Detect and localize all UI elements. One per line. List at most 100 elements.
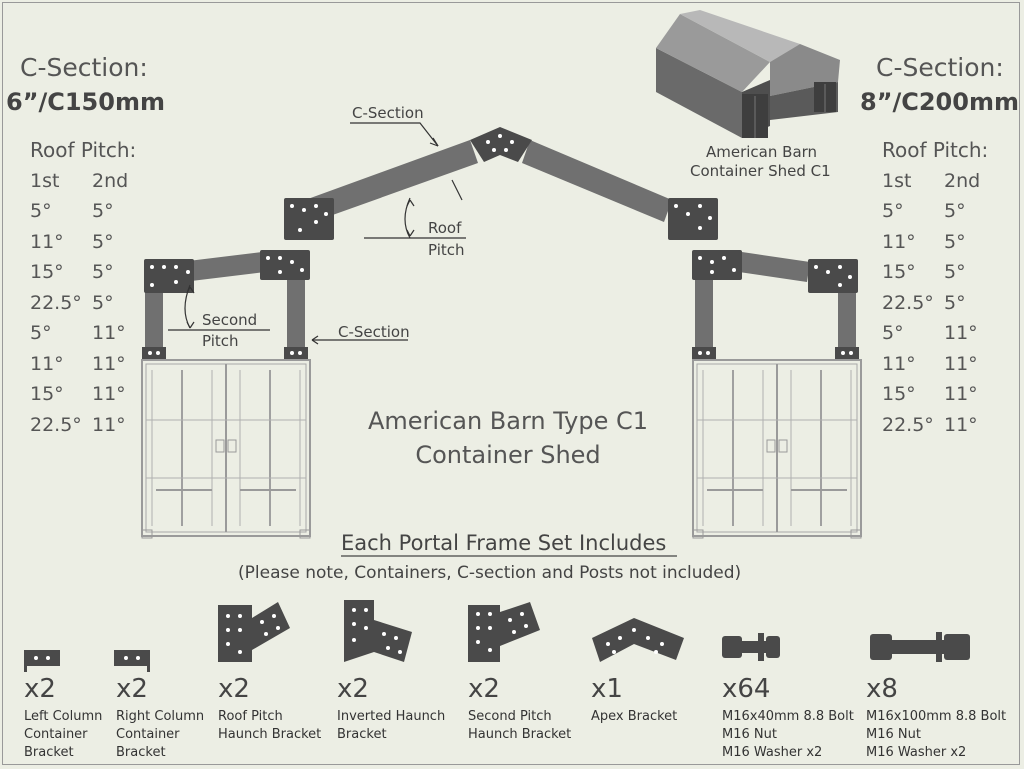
pitch-second-value: 11° (92, 352, 126, 375)
part-name-line: Bracket (116, 745, 166, 760)
pitch-row: 22.5°5° (882, 292, 966, 314)
part-name-line: M16x100mm 8.8 Bolt (866, 709, 1007, 724)
left-pitch-header: 1st 2nd (30, 170, 128, 192)
pitch-first-value: 15° (882, 383, 916, 405)
part-name-line: Haunch Bracket (218, 727, 322, 742)
pitch-second-value: 5° (92, 291, 114, 314)
pitch-first-value: 5° (30, 200, 52, 222)
left-col-second: 2nd (92, 170, 129, 192)
left-container (141, 359, 311, 539)
part-quantity: x2 (116, 674, 148, 704)
right-section-title: C-Section: (876, 53, 1004, 82)
includes-note: (Please note, Containers, C-section and … (238, 563, 742, 583)
part-name-line: M16 Washer x2 (722, 745, 823, 760)
pitch-second-value: 11° (944, 322, 978, 344)
right-col-second: 2nd (944, 170, 981, 192)
second-pitch-label-line2: Pitch (202, 332, 239, 350)
pitch-second-value: 5° (92, 261, 114, 283)
pitch-second-value: 5° (944, 230, 966, 253)
part-name: Apex Bracket (591, 708, 677, 726)
pitch-first-value: 15° (882, 261, 916, 283)
part-name-line: Bracket (24, 745, 74, 760)
c-section-top-label: C-Section (352, 104, 424, 122)
part-name-line: Right Column (116, 709, 205, 724)
part-name-line: Second Pitch (468, 709, 552, 724)
part-quantity: x64 (722, 674, 771, 704)
callout-lines (168, 122, 677, 557)
roof-pitch-label-line1: Roof (428, 219, 462, 237)
part-quantity: x2 (24, 674, 56, 704)
pitch-second-value: 5° (944, 200, 966, 222)
part-quantity: x2 (218, 674, 250, 704)
second-pitch-haunch-bracket-icon (468, 602, 540, 662)
right-pitch-header: 1st 2nd (882, 170, 980, 192)
pitch-second-value: 11° (944, 383, 978, 405)
part-quantity: x2 (468, 674, 500, 704)
pitch-second-value: 5° (92, 200, 114, 222)
m16x100-bolt-icon (870, 632, 970, 662)
pitch-row: 22.5° 5° (30, 292, 114, 314)
pitch-second-value: 11° (92, 413, 126, 436)
part-name-line: Apex Bracket (591, 709, 678, 724)
pitch-second-value: 11° (92, 322, 126, 344)
roof-pitch-haunch-bracket-icon (218, 602, 290, 662)
pitch-first-value: 5° (882, 200, 904, 222)
thumbnail-caption-line2: Container Shed C1 (690, 162, 831, 180)
part-name-line: Container (116, 727, 180, 742)
frame-brackets (142, 127, 859, 359)
part-name-line: Haunch Bracket (468, 727, 572, 742)
pitch-row: 5° 11° (30, 322, 126, 344)
apex-bracket-icon (592, 618, 684, 662)
pitch-row: 11°11° (30, 353, 126, 375)
right-container (692, 359, 862, 539)
pitch-row: 11° 5° (882, 231, 966, 253)
part-name-line: M16 Nut (866, 727, 921, 742)
pitch-first-value: 5° (882, 322, 904, 344)
right-col-first: 1st (882, 170, 912, 192)
pitch-first-value: 15° (30, 383, 64, 405)
inverted-haunch-bracket-icon (344, 600, 412, 662)
pitch-row: 15°11° (30, 383, 126, 405)
center-title-line1: American Barn Type C1 (367, 407, 649, 435)
left-frame-steel (145, 140, 478, 353)
pitch-row: 15° 5° (882, 261, 966, 283)
pitch-first-value: 22.5° (30, 291, 82, 314)
pitch-first-value: 15° (30, 261, 64, 283)
right-frame-steel (522, 140, 856, 353)
pitch-row: 5° 11° (882, 322, 978, 344)
pitch-first-value: 5° (30, 322, 52, 344)
barn-thumbnail-image (656, 10, 840, 138)
pitch-first-value: 22.5° (30, 413, 82, 436)
pitch-row: 11° 5° (30, 231, 114, 253)
part-quantity: x1 (591, 674, 623, 704)
center-title-line2: Container Shed (415, 441, 601, 469)
pitch-first-value: 11° (882, 352, 916, 375)
pitch-row: 15° 11° (882, 383, 978, 405)
left-col-first: 1st (30, 170, 60, 192)
center-title: American Barn Type C1 Container Shed (338, 404, 678, 472)
pitch-first-value: 11° (882, 230, 916, 253)
left-section-size: 6”/C150mm (6, 88, 165, 116)
part-name-line: M16x40mm 8.8 Bolt (722, 709, 854, 724)
pitch-first-value: 11° (30, 230, 64, 253)
includes-title: Each Portal Frame Set Includes (341, 531, 667, 555)
right-pitch-title: Roof Pitch: (882, 138, 989, 162)
pitch-row: 22.5° 11° (30, 414, 126, 436)
pitch-second-value: 5° (92, 230, 114, 253)
part-name-line: Bracket (337, 727, 387, 742)
pitch-second-value: 11° (944, 352, 978, 375)
pitch-row: 5° 5° (30, 200, 114, 222)
pitch-row: 22.5°11° (882, 414, 978, 436)
part-name-line: Left Column (24, 709, 103, 724)
pitch-first-value: 22.5° (882, 413, 934, 436)
pitch-second-value: 5° (944, 261, 966, 283)
part-quantity: x8 (866, 674, 898, 704)
